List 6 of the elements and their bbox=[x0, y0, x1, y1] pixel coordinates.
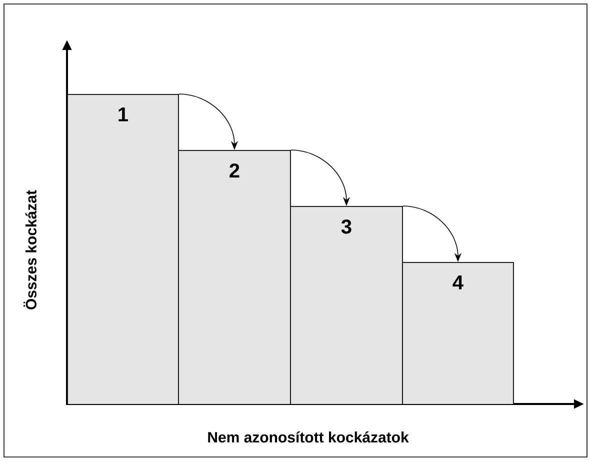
bar: 3 bbox=[290, 206, 403, 405]
bar: 2 bbox=[178, 150, 291, 405]
axis-label: Összes kockázat bbox=[24, 190, 36, 310]
bar: 1 bbox=[67, 94, 179, 405]
bar: 4 bbox=[402, 262, 514, 405]
axis-label: Nem azonosított kockázatok bbox=[208, 431, 409, 443]
